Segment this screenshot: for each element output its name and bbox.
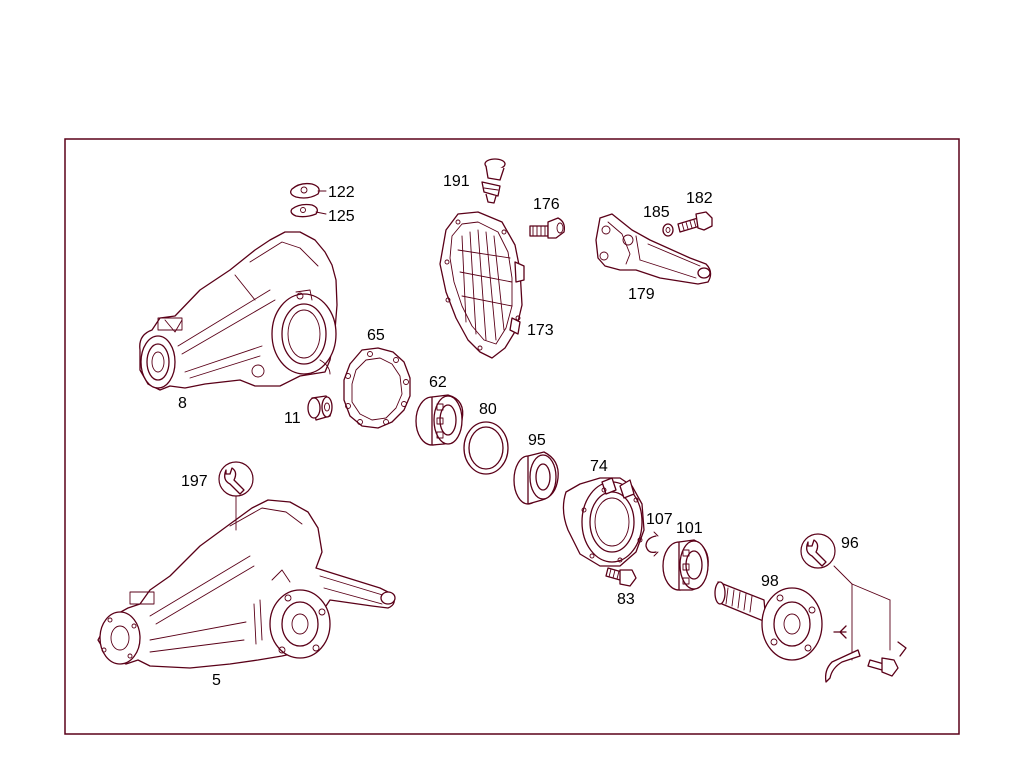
label-173: 173 bbox=[527, 322, 554, 339]
label-62: 62 bbox=[429, 374, 447, 391]
part-98-output-flange[interactable] bbox=[714, 581, 823, 661]
part-125-gasket[interactable] bbox=[290, 203, 327, 218]
label-98: 98 bbox=[761, 573, 779, 590]
part-182-bolt[interactable] bbox=[677, 211, 713, 233]
label-191: 191 bbox=[443, 173, 470, 190]
label-95: 95 bbox=[528, 432, 546, 449]
label-74: 74 bbox=[590, 458, 608, 475]
label-176: 176 bbox=[533, 196, 560, 213]
part-65-gasket[interactable] bbox=[343, 347, 411, 429]
label-179: 179 bbox=[628, 286, 655, 303]
part-83-bolt[interactable] bbox=[605, 567, 637, 587]
tool-96[interactable] bbox=[800, 533, 836, 569]
diagram-border bbox=[64, 138, 960, 735]
part-5-axle-assembly[interactable] bbox=[97, 499, 396, 669]
part-107-circlip[interactable] bbox=[645, 531, 659, 557]
part-80-ring[interactable] bbox=[463, 421, 509, 475]
label-11: 11 bbox=[284, 410, 301, 427]
label-96: 96 bbox=[841, 535, 859, 552]
label-107: 107 bbox=[646, 511, 673, 528]
label-101: 101 bbox=[676, 520, 703, 537]
part-122-washer[interactable] bbox=[290, 182, 327, 199]
label-125: 125 bbox=[328, 208, 355, 225]
label-122: 122 bbox=[328, 184, 355, 201]
part-96-tool-group[interactable] bbox=[824, 565, 907, 683]
part-179-mounting-bracket[interactable] bbox=[595, 213, 712, 285]
part-191-breather-valve[interactable] bbox=[481, 158, 506, 204]
part-74-bearing-housing[interactable] bbox=[562, 477, 645, 567]
part-62-bearing[interactable] bbox=[415, 394, 464, 446]
wrench-icon bbox=[224, 467, 245, 495]
label-185: 185 bbox=[643, 204, 670, 221]
label-5: 5 bbox=[212, 672, 221, 689]
label-83: 83 bbox=[617, 591, 635, 608]
part-173-differential-cover[interactable] bbox=[439, 211, 525, 359]
tool-197[interactable] bbox=[218, 461, 254, 531]
part-11-bushing[interactable] bbox=[307, 395, 333, 421]
label-182: 182 bbox=[686, 190, 713, 207]
part-8-axle-housing[interactable] bbox=[139, 231, 338, 391]
label-197: 197 bbox=[181, 473, 208, 490]
wrench-icon bbox=[806, 539, 827, 567]
part-185-washer[interactable] bbox=[662, 223, 674, 237]
label-65: 65 bbox=[367, 327, 385, 344]
label-8: 8 bbox=[178, 395, 187, 412]
part-95-seal[interactable] bbox=[513, 451, 559, 505]
part-101-bearing[interactable] bbox=[662, 539, 709, 591]
label-80: 80 bbox=[479, 401, 497, 418]
part-176-bolt[interactable] bbox=[529, 217, 566, 239]
